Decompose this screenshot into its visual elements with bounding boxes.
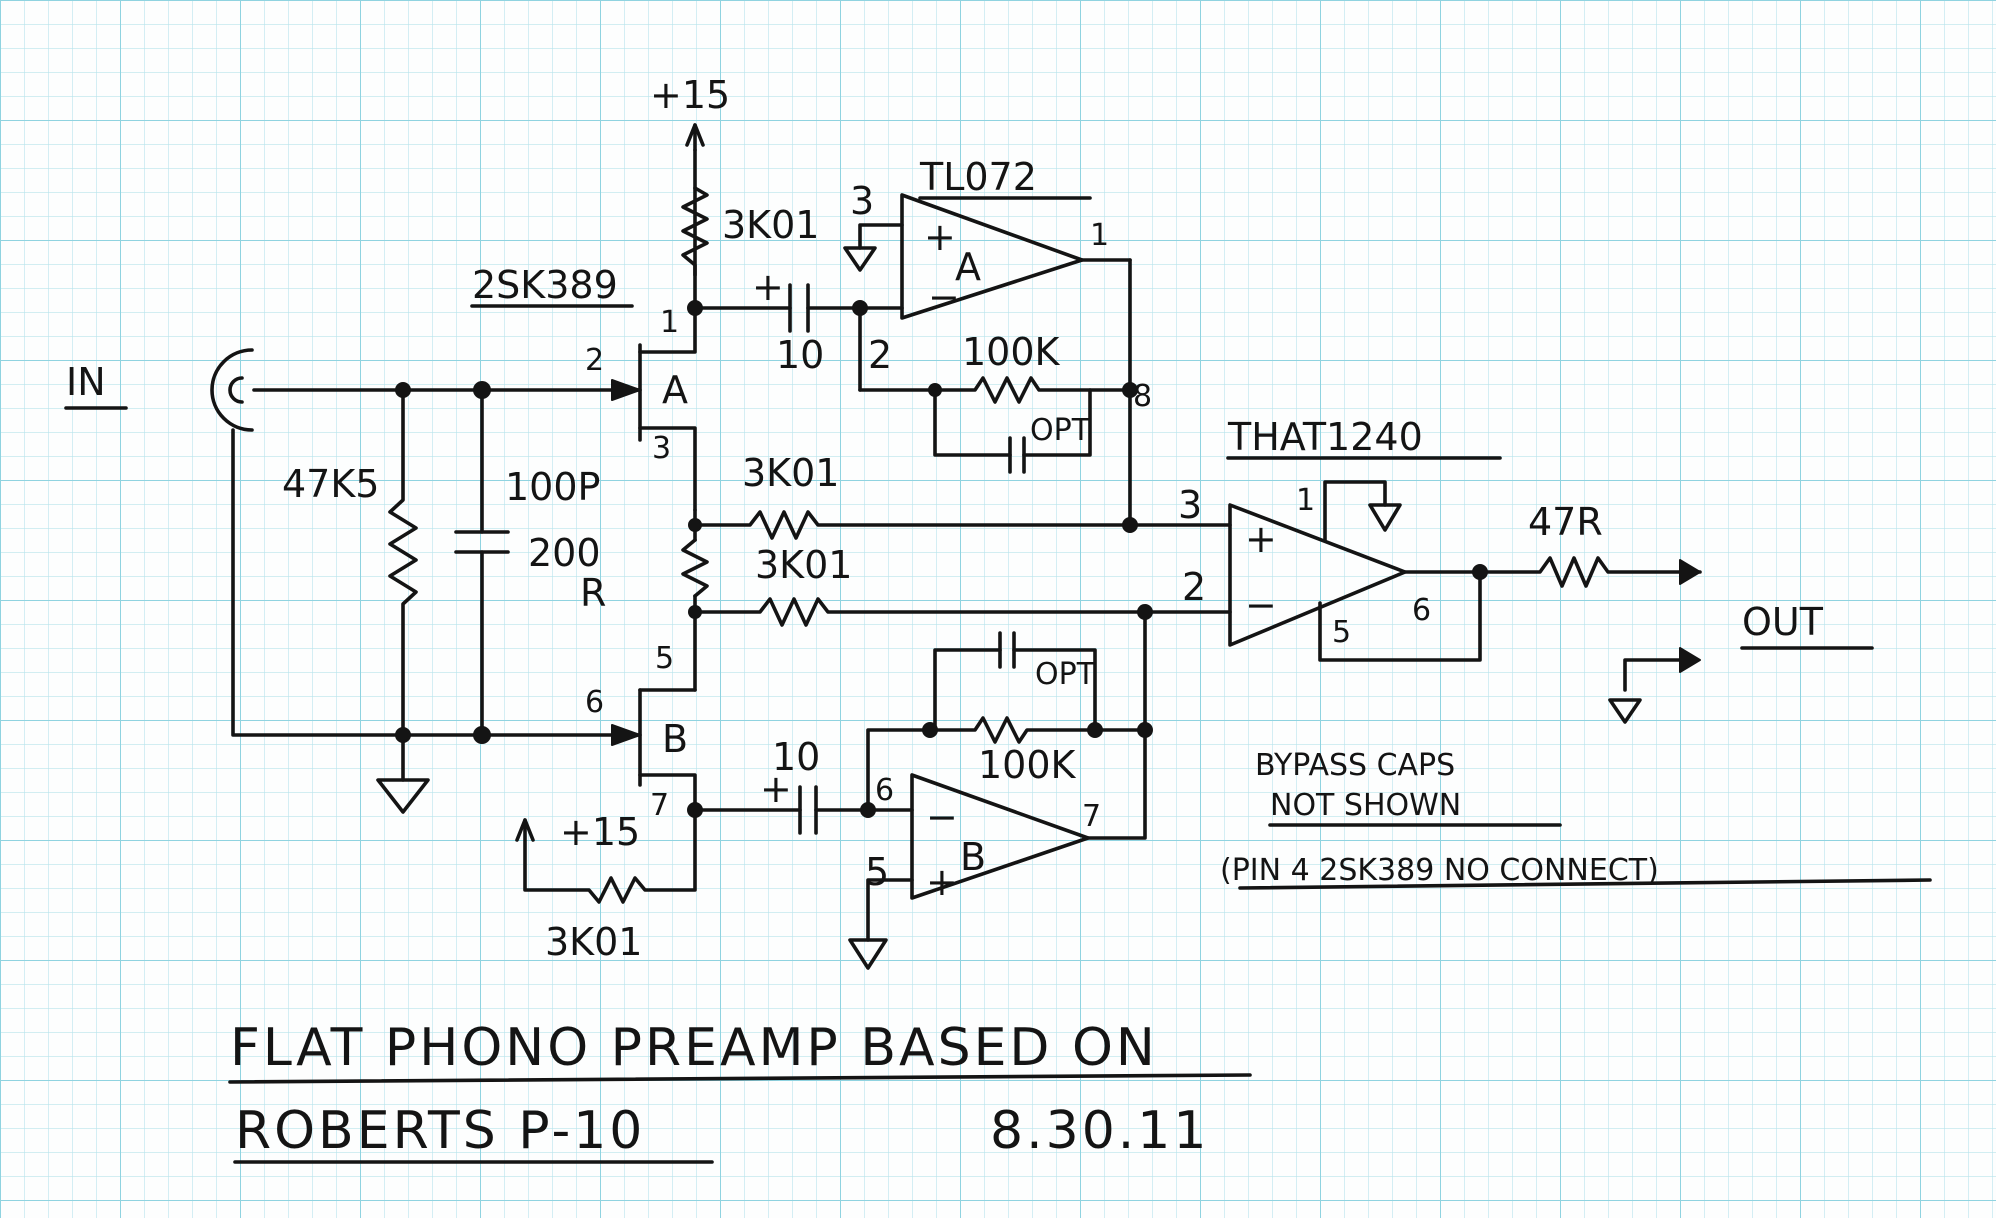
- pin-jfet-b-gate: 6: [585, 685, 604, 720]
- opamp-b-letter: B: [960, 835, 986, 879]
- feedback-cap-b-opt: OPT: [1035, 657, 1096, 692]
- ina-triangle: [1228, 480, 1482, 662]
- date-label: 8.30.11: [990, 1101, 1209, 1161]
- coupling-cap-a-value: 10: [776, 333, 824, 377]
- feedback-resistor-b-value: 100K: [978, 743, 1077, 787]
- feedback-cap-a-opt: OPT: [1030, 413, 1091, 448]
- drain-resistor-a-value: 3K01: [722, 203, 819, 247]
- pin-ina-out: 6: [1412, 593, 1431, 628]
- input-jack: [210, 348, 642, 432]
- output-label: OUT: [1742, 600, 1824, 644]
- resistor-47k5: [388, 388, 418, 737]
- jfet-a-symbol: [611, 306, 697, 512]
- source-resistor-value-1: 200: [528, 531, 601, 575]
- coupling-cap-a: [693, 283, 862, 333]
- opamp-a-letter: A: [955, 245, 981, 289]
- junction-dot: [1122, 382, 1138, 398]
- junction-dot: [473, 726, 491, 744]
- output-resistor-value: 47R: [1528, 500, 1603, 544]
- output-ground-jack: [1608, 647, 1701, 724]
- junction-dot: [928, 383, 942, 397]
- coupling-cap-b: [693, 785, 870, 835]
- resistor-to-ina-pos: [693, 510, 1232, 540]
- pin-jfet-a-source: 3: [652, 431, 671, 466]
- drain-resistor-b-value: 3K01: [545, 920, 642, 964]
- junction-dot: [1137, 722, 1153, 738]
- sym-opamp-a-neg: −: [928, 275, 960, 319]
- sym-ina-neg: −: [1245, 583, 1277, 627]
- supply-top-label: +15: [650, 73, 730, 117]
- pin-opamp-b-out: 7: [1082, 799, 1101, 834]
- pin-opamp-b-pos: 5: [865, 850, 889, 894]
- pin-opamp-b-neg: 6: [875, 773, 894, 808]
- ground-symbol: [376, 733, 430, 814]
- pin-opamp-a-neg: 2: [868, 333, 892, 377]
- pin-opamp-a-fb-node: 8: [1133, 379, 1152, 414]
- note-pin4: (PIN 4 2SK389 NO CONNECT): [1220, 853, 1659, 888]
- input-ground-return-wire: [231, 428, 642, 737]
- resistor-47k5-value: 47K5: [282, 462, 379, 506]
- sym-opamp-a-pos: +: [924, 215, 956, 259]
- junction-dot: [922, 722, 938, 738]
- input-label: IN: [66, 360, 106, 404]
- opamp-part-label: TL072: [919, 155, 1037, 199]
- note-bypass-caps: BYPASS CAPS: [1255, 748, 1455, 783]
- title-line-1: FLAT PHONO PREAMP BASED ON: [230, 1018, 1158, 1078]
- resistor-to-ina-neg-value: 3K01: [755, 543, 852, 587]
- cap-b-polarity: +: [760, 767, 792, 811]
- pin-opamp-a-out: 1: [1090, 218, 1109, 253]
- pin-jfet-b-drain: 7: [650, 788, 669, 823]
- cap-a-polarity: +: [752, 265, 784, 309]
- note-pin4-underline: [1238, 878, 1932, 890]
- sym-opamp-b-neg: −: [926, 795, 958, 839]
- note-not-shown: NOT SHOWN: [1270, 788, 1461, 823]
- feedback-resistor-a-value: 100K: [962, 330, 1061, 374]
- resistor-to-ina-pos-value: 3K01: [742, 451, 839, 495]
- pin-jfet-a-drain: 1: [660, 305, 679, 340]
- pin-jfet-a-gate: 2: [585, 343, 604, 378]
- sym-opamp-b-pos: +: [926, 860, 958, 904]
- pin-jfet-b-source: 5: [655, 641, 674, 676]
- coupling-cap-b-value: 10: [772, 735, 820, 779]
- ina-part-label: THAT1240: [1227, 415, 1423, 459]
- junction-dot: [1087, 722, 1103, 738]
- junction-dot: [395, 382, 411, 398]
- pin-ina-pos: 3: [1178, 483, 1202, 527]
- opamp-b-feedback: [866, 631, 1147, 812]
- pin-ina-sense: 5: [1332, 615, 1351, 650]
- resistor-to-ina-neg: [693, 597, 1232, 627]
- junction-dot: [473, 381, 491, 399]
- opamp-a-triangle: [843, 193, 1132, 320]
- source-resistor-value-2: R: [580, 571, 606, 615]
- sym-ina-pos: +: [1245, 517, 1277, 561]
- supply-arrow-top: [685, 123, 705, 152]
- title-line-1-underline: [228, 1073, 1252, 1084]
- jfet-b-symbol: [611, 688, 697, 812]
- drain-resistor-b: [515, 808, 697, 904]
- capacitor-100p-value: 100P: [505, 465, 600, 509]
- capacitor-100p: [454, 388, 510, 737]
- supply-b-label: +15: [560, 810, 640, 854]
- pin-ina-neg: 2: [1182, 565, 1206, 609]
- jfet-b-letter: B: [662, 717, 688, 761]
- drain-resistor-a: [681, 148, 709, 310]
- output-resistor: [1478, 556, 1702, 588]
- jfet-part-label: 2SK389: [472, 263, 618, 307]
- pin-opamp-a-pos: 3: [850, 179, 874, 223]
- jfet-a-letter: A: [662, 368, 688, 412]
- opamp-b-triangle: [848, 610, 1147, 970]
- title-line-2: ROBERTS P-10: [235, 1101, 645, 1161]
- pin-ina-ref: 1: [1296, 483, 1315, 518]
